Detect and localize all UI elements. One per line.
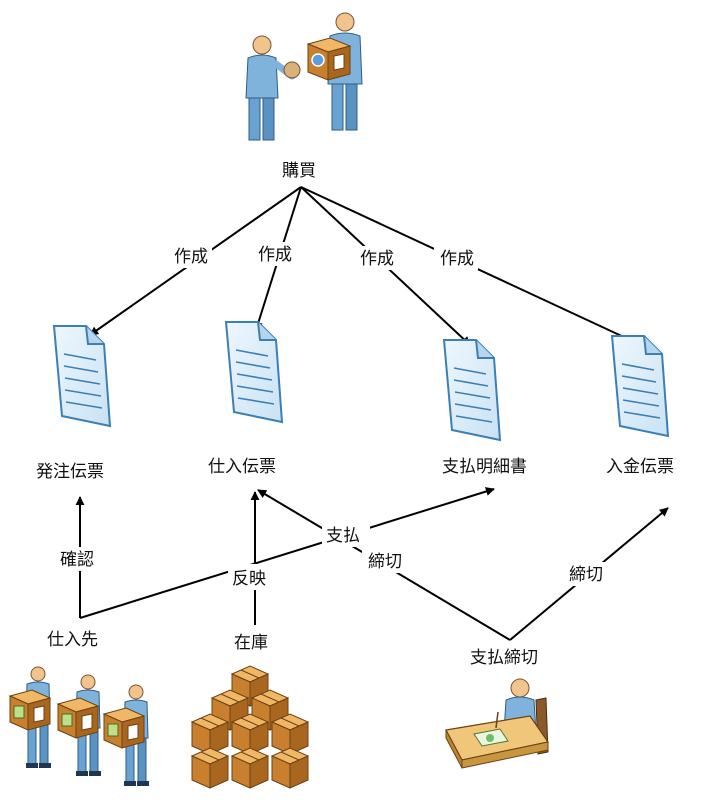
document-icon	[611, 335, 669, 437]
node-label-purchase-order: 発注伝票	[36, 462, 104, 482]
purchase-node: 購買	[245, 12, 363, 181]
stacked-boxes-icon	[191, 665, 309, 789]
document-icon	[53, 325, 111, 427]
node-label-purchase-slip: 仕入伝票	[208, 457, 276, 477]
edge-label-closing-2: 締切	[569, 565, 603, 585]
purchase-order-node: 発注伝票	[36, 325, 111, 482]
deposit-slip-node: 入金伝票	[606, 335, 674, 477]
node-label-payment-statement: 支払明細書	[442, 457, 527, 477]
supplier-node: 仕入先	[9, 627, 150, 787]
purchase-slip-node: 仕入伝票	[208, 321, 283, 477]
node-label-supplier: 仕入先	[47, 630, 98, 650]
handshake-people-icon	[245, 12, 363, 141]
node-label-inventory: 在庫	[234, 633, 268, 653]
payment-statement-node: 支払明細書	[442, 339, 527, 477]
edge-labels: 作成 作成 作成 作成 確認 反映 支払 締切 締切	[55, 242, 614, 590]
edge-label-reflect: 反映	[232, 569, 266, 589]
edge-label-create-1: 作成	[174, 247, 208, 267]
edge-label-payment: 支払	[326, 526, 360, 546]
inventory-node: 在庫	[191, 630, 309, 789]
document-icon	[225, 321, 283, 423]
node-label-payment-closing: 支払締切	[470, 648, 538, 668]
edge-label-create-2: 作成	[258, 245, 292, 265]
edge-label-create-4: 作成	[440, 249, 474, 269]
node-label-deposit-slip: 入金伝票	[606, 457, 674, 477]
edge-label-closing-1: 締切	[368, 552, 402, 572]
edge-supplier-to-payment-statement	[79, 487, 495, 619]
edge-label-create-3: 作成	[360, 249, 394, 269]
payment-closing-node: 支払締切	[445, 644, 566, 769]
node-label-purchase: 購買	[282, 161, 316, 181]
edge-label-confirm: 確認	[60, 550, 94, 570]
desk-worker-icon	[445, 678, 550, 769]
document-icon	[443, 339, 501, 441]
delivery-workers-icon	[9, 666, 150, 787]
